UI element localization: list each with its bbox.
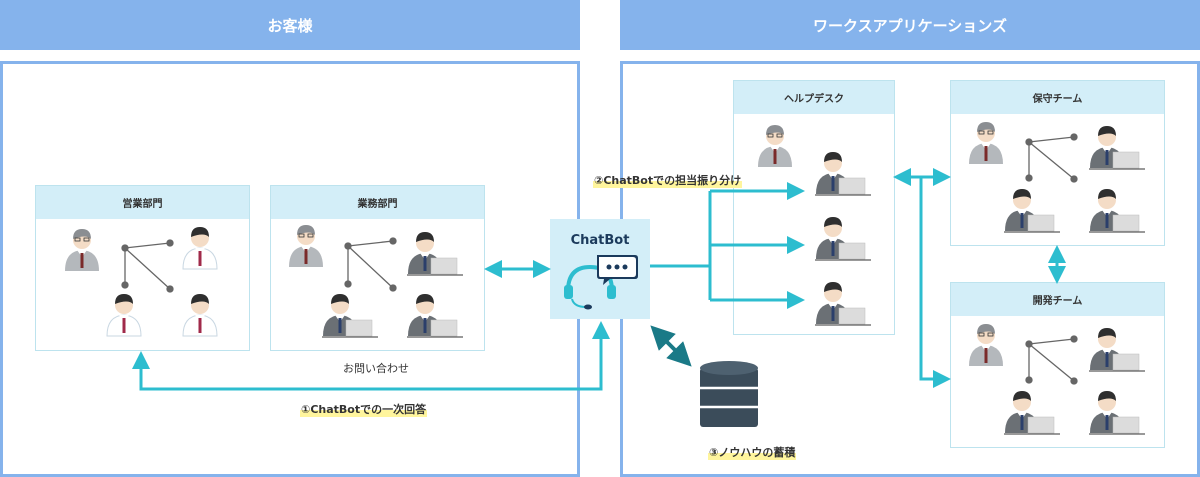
maintenance-manager-icon	[969, 122, 1003, 164]
database-icon	[700, 361, 758, 427]
maintenance-worker-icon	[1089, 126, 1145, 170]
development-worker-icon	[1089, 328, 1145, 372]
headset-chat-icon	[564, 255, 638, 310]
maintenance-worker-icon	[1004, 189, 1060, 233]
operations-department-title: 業務部門	[271, 186, 484, 219]
step2-distribution-label: ②ChatBotでの担当振り分け	[593, 172, 743, 188]
helpdesk-worker-icon	[815, 217, 871, 261]
maintenance-team-title: 保守チーム	[951, 81, 1164, 114]
inquiry-label: お問い合わせ	[343, 362, 409, 375]
chatbot-box: ChatBot	[550, 219, 650, 319]
sales-network	[121, 239, 174, 293]
development-network	[1025, 335, 1078, 385]
chatbot-label: ChatBot	[570, 233, 630, 248]
development-team-title: 開発チーム	[951, 283, 1164, 316]
helpdesk-title: ヘルプデスク	[734, 81, 894, 114]
development-worker-icon	[1089, 391, 1145, 435]
maintenance-network	[1025, 133, 1078, 183]
helpdesk-worker-icon	[815, 282, 871, 326]
sales-staff-icon	[182, 227, 218, 270]
sales-staff-icon	[106, 294, 142, 337]
sales-manager-icon	[65, 229, 99, 271]
helpdesk-box: ヘルプデスク	[733, 80, 895, 335]
operations-worker-icon	[407, 232, 463, 276]
sales-department-title: 営業部門	[36, 186, 249, 219]
step3-knowledge-label: ③ノウハウの蓄積	[708, 444, 797, 460]
operations-worker-icon	[407, 294, 463, 338]
sales-staff-icon	[182, 294, 218, 337]
maintenance-worker-icon	[1089, 189, 1145, 233]
knowledge-arrow	[650, 325, 692, 367]
customer-header: お客様	[0, 0, 580, 50]
step1-first-response-label: ①ChatBotでの一次回答	[300, 401, 428, 417]
development-manager-icon	[969, 324, 1003, 366]
helpdesk-manager-icon	[758, 125, 792, 167]
works-header: ワークスアプリケーションズ	[620, 0, 1200, 50]
operations-manager-icon	[289, 225, 323, 267]
works-header-label: ワークスアプリケーションズ	[813, 16, 1007, 35]
first-response-arrow	[132, 321, 610, 391]
customer-header-label: お客様	[267, 16, 313, 35]
helpdesk-worker-icon	[815, 152, 871, 196]
development-worker-icon	[1004, 391, 1060, 435]
operations-worker-icon	[322, 294, 378, 338]
operations-network	[344, 237, 397, 292]
helpdesk-development-arrow	[919, 177, 951, 388]
